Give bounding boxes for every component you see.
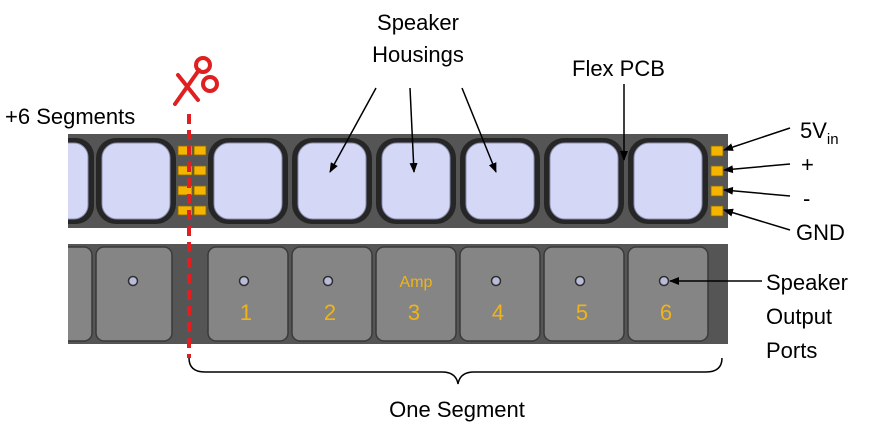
gnd-pin-label: GND: [796, 220, 845, 245]
one-segment-bracket: [188, 357, 723, 385]
speaker-housing: [460, 138, 540, 224]
gnd-arrow: [723, 208, 791, 231]
speaker-housing: [208, 138, 288, 224]
output-port: [127, 275, 139, 287]
vin-main-text: 5V: [800, 118, 827, 143]
segment-number: 4: [492, 300, 504, 325]
speaker-housing: [544, 138, 624, 224]
output-port: [322, 275, 334, 287]
speaker-housing: [292, 138, 372, 224]
back-tile: [291, 246, 373, 342]
output-ports-label-line1: Speaker: [766, 270, 848, 295]
end-solder-pads: [710, 145, 724, 217]
output-port: [490, 275, 502, 287]
housing-partial-left: [68, 138, 94, 224]
output-port-holes: [127, 275, 670, 287]
output-ports-label-line2: Output: [766, 304, 832, 329]
segment-number: 6: [660, 300, 672, 325]
annotation-arrows: [329, 84, 791, 285]
housing-arrow: [461, 87, 497, 173]
plus-six-segments-label: +6 Segments: [5, 104, 135, 129]
plus-pin-label: +: [801, 152, 814, 177]
middle-solder-pads: [177, 145, 207, 216]
segment-number: 3: [408, 300, 420, 325]
speaker-housing: [96, 138, 176, 224]
vin-label: 5Vin: [800, 118, 839, 148]
amp-label: Amp: [400, 274, 433, 291]
flex-pcb-label: Flex PCB: [572, 56, 665, 81]
vin-subscript: in: [827, 131, 839, 148]
back-tile: [375, 246, 457, 342]
back-tile: [95, 246, 173, 342]
segment-number: 5: [576, 300, 588, 325]
back-tile: [68, 246, 93, 342]
housing-arrow: [329, 87, 377, 173]
housing-arrow: [409, 87, 418, 173]
output-port: [658, 275, 670, 287]
speaker-housings-label-line2: Housings: [372, 42, 464, 67]
output-ports-label-line3: Ports: [766, 338, 817, 363]
speaker-housing: [628, 138, 708, 224]
flex-pcb-strip: [68, 134, 728, 228]
speaker-housing: [376, 138, 456, 224]
back-tile: [207, 246, 289, 342]
speaker-housings-label-line1: Speaker: [377, 10, 459, 35]
back-tile: [459, 246, 541, 342]
output-port: [238, 275, 250, 287]
scissors-icon: [173, 56, 219, 106]
bottom-strip: Amp 1 2 3 4 5 6: [68, 244, 728, 344]
minus-arrow: [723, 186, 791, 197]
back-tile: [543, 246, 625, 342]
back-tile: [627, 246, 709, 342]
one-segment-label: One Segment: [389, 397, 525, 422]
minus-pin-label: -: [803, 186, 810, 211]
segment-number: 2: [324, 300, 336, 325]
output-port: [574, 275, 586, 287]
plus-arrow: [723, 163, 791, 174]
segment-number: 1: [240, 300, 252, 325]
vin-arrow: [723, 127, 791, 151]
